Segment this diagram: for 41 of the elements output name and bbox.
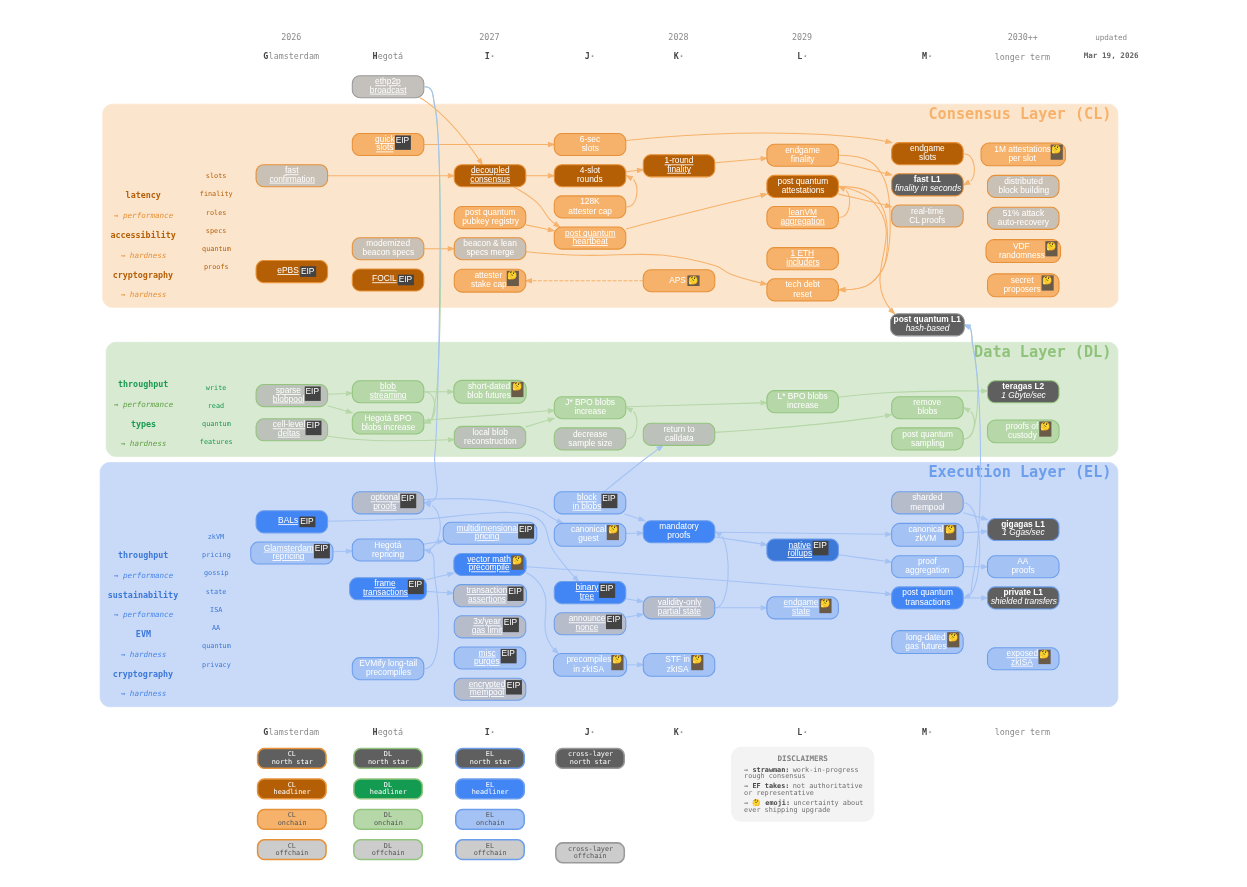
- label: K⋆: [673, 51, 685, 62]
- label: 2029: [792, 32, 813, 43]
- label: throughput: [118, 379, 169, 390]
- label: 2026: [281, 32, 302, 43]
- label: latency: [125, 190, 161, 201]
- label: EVM: [135, 629, 151, 640]
- label: J⋆: [584, 726, 596, 737]
- label: 2027: [479, 32, 500, 43]
- label: Glamsterdam: [263, 726, 319, 737]
- label: Hegotá: [372, 51, 403, 62]
- label: longer term: [994, 727, 1051, 738]
- label: → performance: [113, 570, 174, 580]
- label: I⋆: [484, 51, 496, 62]
- label: → hardness: [120, 290, 167, 300]
- label: → performance: [113, 399, 174, 409]
- label: updated: [1095, 32, 1128, 42]
- label: 2030++: [1007, 32, 1038, 43]
- label: → hardness: [120, 439, 167, 449]
- label: cryptography: [112, 269, 174, 280]
- label: cryptography: [112, 668, 174, 679]
- label: throughput: [118, 550, 169, 561]
- label: Hegotá: [372, 726, 403, 737]
- label: types: [130, 418, 157, 429]
- label: accessibility: [110, 229, 176, 240]
- label: sustainability: [107, 589, 179, 600]
- label: → hardness: [120, 649, 167, 659]
- label: L⋆: [797, 51, 808, 62]
- label: M⋆: [922, 726, 933, 737]
- label: L⋆: [797, 726, 808, 737]
- label: I⋆: [484, 726, 496, 737]
- label: → hardness: [120, 250, 167, 260]
- label: → performance: [113, 610, 174, 620]
- label: → performance: [113, 210, 174, 220]
- label: Mar 19, 2026: [1083, 51, 1139, 61]
- label: J⋆: [584, 51, 596, 62]
- label: M⋆: [922, 51, 933, 62]
- label: → hardness: [120, 689, 167, 699]
- label: longer term: [994, 51, 1051, 62]
- label: 2028: [668, 32, 689, 43]
- label: Glamsterdam: [263, 51, 319, 62]
- label: K⋆: [673, 726, 685, 737]
